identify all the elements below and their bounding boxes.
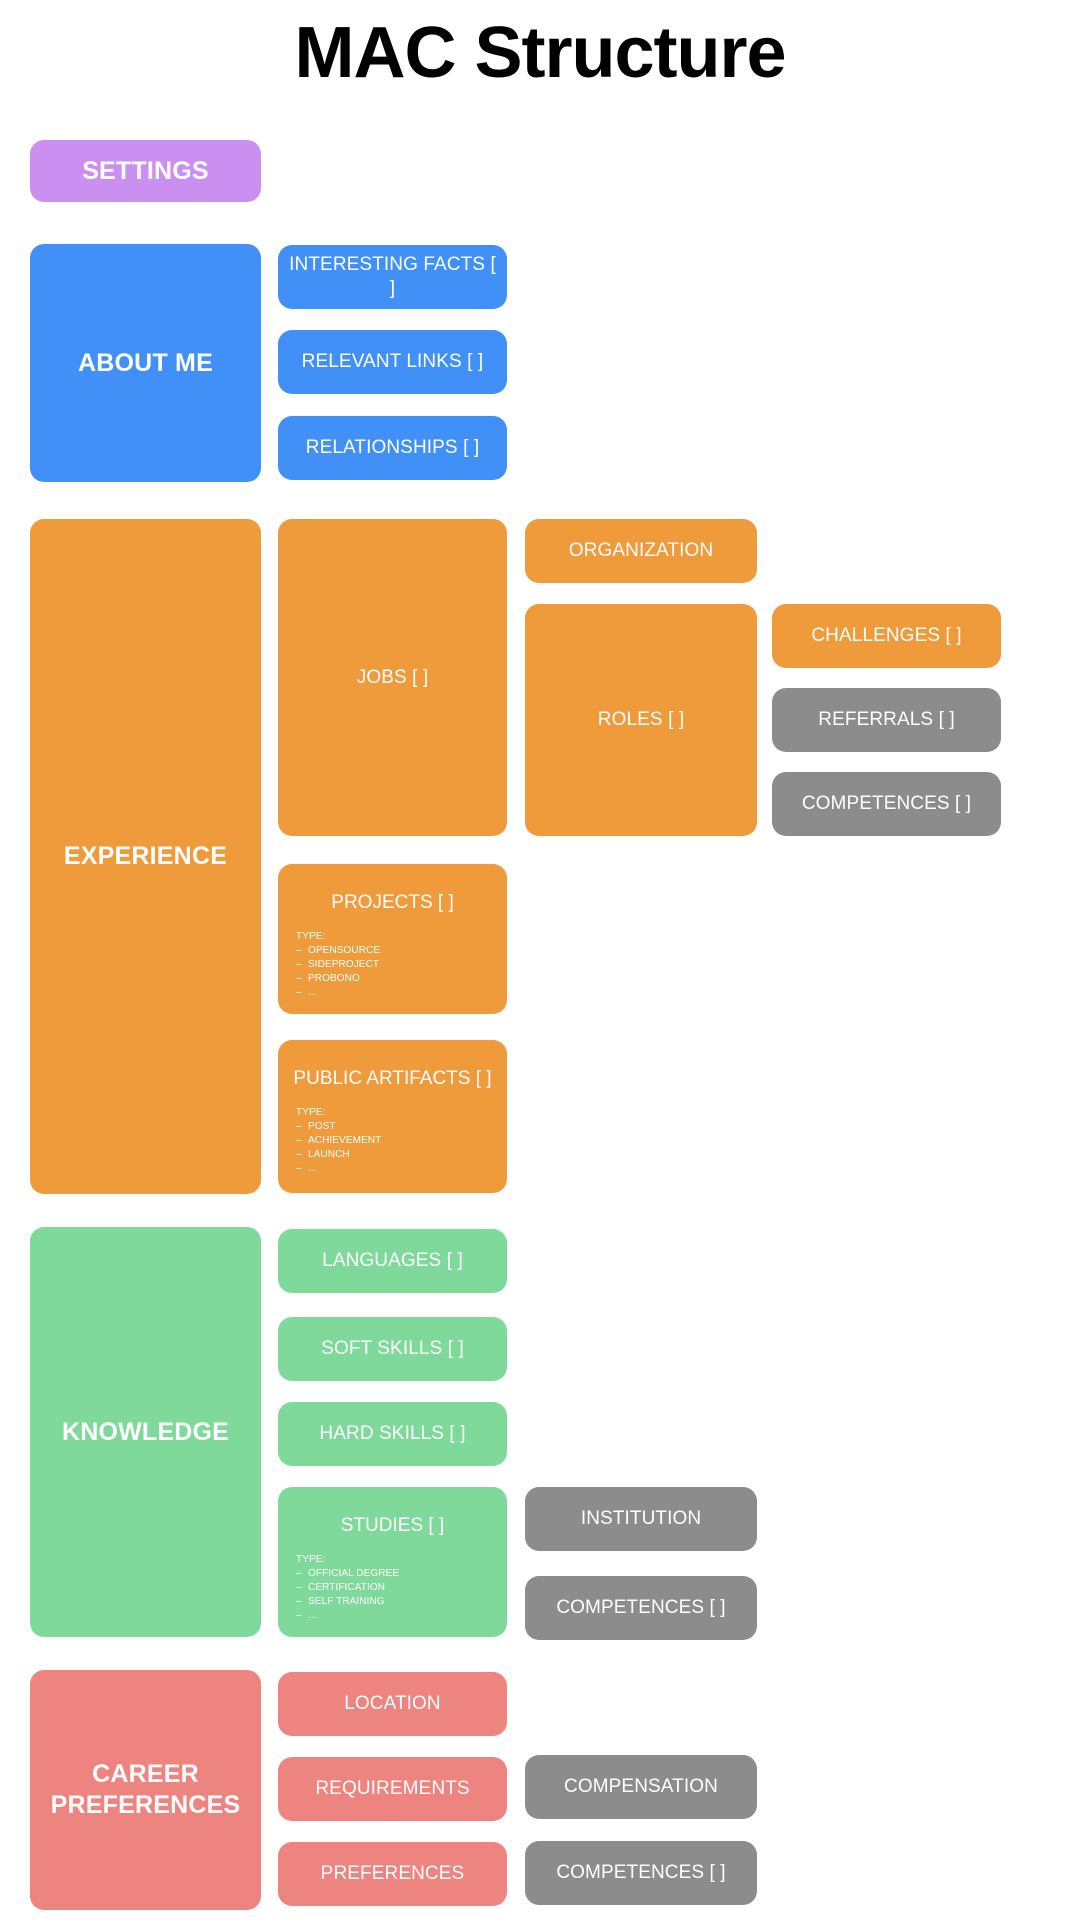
node-location-label: LOCATION — [344, 1693, 441, 1714]
node-challenges[interactable]: CHALLENGES [ ] — [772, 604, 1001, 668]
node-experience-label: EXPERIENCE — [63, 842, 228, 870]
node-languages[interactable]: LANGUAGES [ ] — [278, 1229, 507, 1293]
page-title: MAC Structure — [294, 13, 786, 93]
node-public-artifacts-label: PUBLIC ARTIFACTS [ ] — [293, 1068, 492, 1089]
node-organization[interactable]: ORGANIZATION — [525, 519, 757, 583]
node-referrals[interactable]: REFERRALS [ ] — [772, 688, 1001, 752]
projects-type-item: –OPENSOURCE — [296, 945, 381, 956]
node-interesting-facts-label: INTERESTING FACTS [ ] — [289, 254, 496, 299]
node-settings-label: SETTINGS — [82, 156, 209, 185]
node-about-me[interactable]: ABOUT ME — [30, 244, 261, 482]
node-roles-label: ROLES [ ] — [597, 709, 685, 730]
node-jobs-label: JOBS [ ] — [356, 666, 429, 688]
node-jobs[interactable]: JOBS [ ] — [278, 519, 507, 836]
node-settings[interactable]: SETTINGS — [30, 140, 261, 202]
node-hard-skills[interactable]: HARD SKILLS [ ] — [278, 1402, 507, 1466]
node-location[interactable]: LOCATION — [278, 1672, 507, 1736]
studies-type-item: –CERTIFICATION — [296, 1582, 386, 1593]
projects-type-heading: TYPE: — [296, 931, 326, 942]
node-projects-label: PROJECTS [ ] — [331, 892, 454, 913]
node-studies-label: STUDIES [ ] — [340, 1515, 445, 1536]
node-projects[interactable]: PROJECTS [ ] TYPE: –OPENSOURCE –SIDEPROJ… — [278, 864, 507, 1014]
studies-type-list: TYPE: –OFFICIAL DEGREE –CERTIFICATION –S… — [296, 1553, 399, 1623]
node-compensation-label: COMPENSATION — [564, 1776, 718, 1797]
node-preferences-label: PREFERENCES — [320, 1863, 465, 1884]
node-knowledge-label: KNOWLEDGE — [61, 1417, 230, 1446]
node-soft-skills-label: SOFT SKILLS [ ] — [321, 1338, 464, 1359]
node-soft-skills[interactable]: SOFT SKILLS [ ] — [278, 1317, 507, 1381]
node-requirements-label: REQUIREMENTS — [315, 1778, 470, 1799]
node-knowledge[interactable]: KNOWLEDGE — [30, 1227, 261, 1637]
node-knowledge-competences[interactable]: COMPETENCES [ ] — [525, 1576, 757, 1640]
node-referrals-label: REFERRALS [ ] — [818, 709, 955, 730]
node-organization-label: ORGANIZATION — [568, 540, 714, 561]
node-studies[interactable]: STUDIES [ ] TYPE: –OFFICIAL DEGREE –CERT… — [278, 1487, 507, 1637]
projects-type-list: TYPE: –OPENSOURCE –SIDEPROJECT –PROBONO … — [296, 930, 380, 1000]
node-experience[interactable]: EXPERIENCE — [30, 519, 261, 1194]
node-roles[interactable]: ROLES [ ] — [525, 604, 757, 836]
node-interesting-facts[interactable]: INTERESTING FACTS [ ] — [278, 245, 507, 309]
studies-type-item: –SELF TRAINING — [296, 1596, 385, 1607]
node-career-competences-label: COMPETENCES [ ] — [556, 1862, 726, 1883]
node-preferences[interactable]: PREFERENCES — [278, 1842, 507, 1906]
projects-type-item: –... — [296, 987, 317, 998]
public-artifacts-type-item: –LAUNCH — [296, 1149, 350, 1160]
node-languages-label: LANGUAGES [ ] — [322, 1250, 463, 1271]
node-institution[interactable]: INSTITUTION — [525, 1487, 757, 1551]
node-knowledge-competences-label: COMPETENCES [ ] — [556, 1597, 726, 1618]
node-relationships[interactable]: RELATIONSHIPS [ ] — [278, 416, 507, 480]
public-artifacts-type-item: –POST — [296, 1121, 336, 1132]
public-artifacts-type-list: TYPE: –POST –ACHIEVEMENT –LAUNCH –... — [296, 1106, 381, 1176]
node-requirements[interactable]: REQUIREMENTS — [278, 1757, 507, 1821]
node-relationships-label: RELATIONSHIPS [ ] — [305, 437, 480, 458]
node-career-competences[interactable]: COMPETENCES [ ] — [525, 1841, 757, 1905]
projects-type-item: –PROBONO — [296, 973, 360, 984]
public-artifacts-type-item: –ACHIEVEMENT — [296, 1135, 382, 1146]
node-career-preferences-label: CAREER PREFERENCES — [50, 1760, 241, 1819]
studies-type-item: –... — [296, 1610, 317, 1621]
node-public-artifacts[interactable]: PUBLIC ARTIFACTS [ ] TYPE: –POST –ACHIEV… — [278, 1040, 507, 1193]
node-experience-competences[interactable]: COMPETENCES [ ] — [772, 772, 1001, 836]
public-artifacts-type-heading: TYPE: — [296, 1107, 326, 1118]
node-career-preferences[interactable]: CAREER PREFERENCES — [30, 1670, 261, 1910]
node-compensation[interactable]: COMPENSATION — [525, 1755, 757, 1819]
node-challenges-label: CHALLENGES [ ] — [811, 625, 962, 646]
node-relevant-links[interactable]: RELEVANT LINKS [ ] — [278, 330, 507, 394]
node-about-me-label: ABOUT ME — [78, 348, 213, 377]
public-artifacts-type-item: –... — [296, 1163, 317, 1174]
studies-type-item: –OFFICIAL DEGREE — [296, 1568, 400, 1579]
projects-type-item: –SIDEPROJECT — [296, 959, 380, 970]
node-institution-label: INSTITUTION — [580, 1508, 702, 1529]
studies-type-heading: TYPE: — [296, 1554, 326, 1565]
node-experience-competences-label: COMPETENCES [ ] — [801, 793, 972, 814]
node-hard-skills-label: HARD SKILLS [ ] — [319, 1423, 466, 1444]
node-relevant-links-label: RELEVANT LINKS [ ] — [301, 351, 484, 372]
